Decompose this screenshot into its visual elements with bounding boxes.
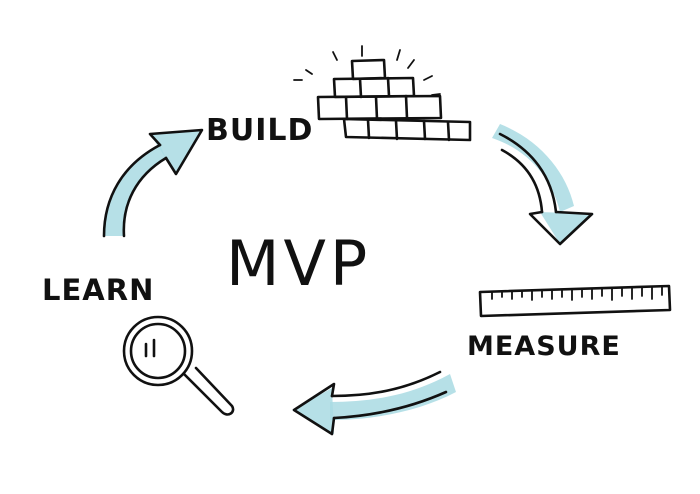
- ruler-icon: [478, 284, 672, 318]
- center-label-mvp: MVP: [226, 227, 371, 300]
- arrow-learn-to-build: [102, 128, 204, 238]
- brick-wall-icon: [293, 45, 472, 142]
- stage-label-learn: LEARN: [42, 273, 154, 307]
- stage-label-measure: MEASURE: [467, 331, 621, 362]
- arrow-measure-to-learn: [292, 370, 456, 436]
- arrow-build-to-measure: [492, 124, 594, 246]
- stage-label-build: BUILD: [206, 113, 313, 148]
- magnifying-glass-icon: [122, 315, 235, 416]
